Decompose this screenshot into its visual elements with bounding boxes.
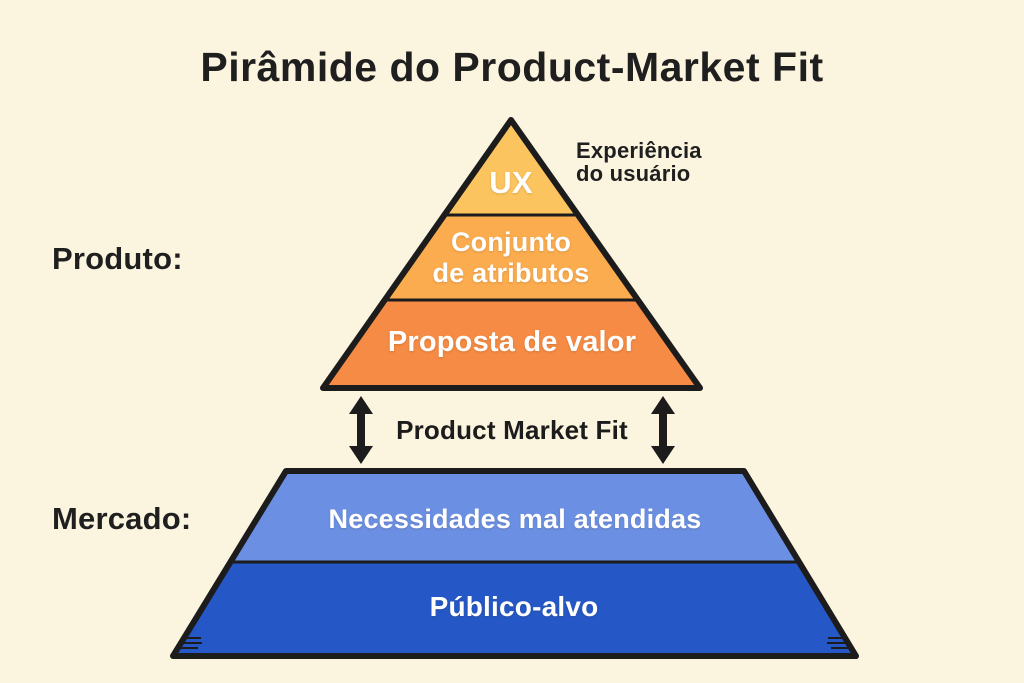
- product-pyramid: [320, 117, 703, 391]
- product-side-label: Produto:: [52, 241, 183, 276]
- ux-annotation: Experiência do usuário: [576, 139, 702, 185]
- left-double-arrow-icon: [349, 396, 373, 464]
- attribute-set-label-line2: de atributos: [432, 258, 590, 288]
- value-proposition-layer-label: Proposta de valor: [387, 326, 637, 358]
- pmf-arrows: [349, 396, 675, 464]
- product-market-fit-label: Product Market Fit: [396, 415, 628, 445]
- market-side-label: Mercado:: [52, 501, 192, 536]
- page-title: Pirâmide do Product-Market Fit: [200, 44, 824, 90]
- attribute-set-label-line1: Conjunto: [450, 227, 572, 257]
- corner-hatch-marks: [176, 637, 853, 649]
- ux-annotation-line2: do usuário: [576, 161, 691, 186]
- right-double-arrow-icon: [651, 396, 675, 464]
- underserved-needs-layer-label: Necessidades mal atendidas: [328, 504, 702, 534]
- ux-annotation-line1: Experiência: [576, 138, 702, 163]
- target-audience-layer-label: Público-alvo: [429, 591, 599, 622]
- market-trapezoid: [170, 468, 859, 659]
- product-pyramid-outline: [320, 117, 703, 391]
- ux-layer-label: UX: [489, 165, 533, 200]
- attribute-set-layer-label: Conjunto de atributos: [433, 227, 590, 289]
- market-trapezoid-outline: [170, 468, 859, 659]
